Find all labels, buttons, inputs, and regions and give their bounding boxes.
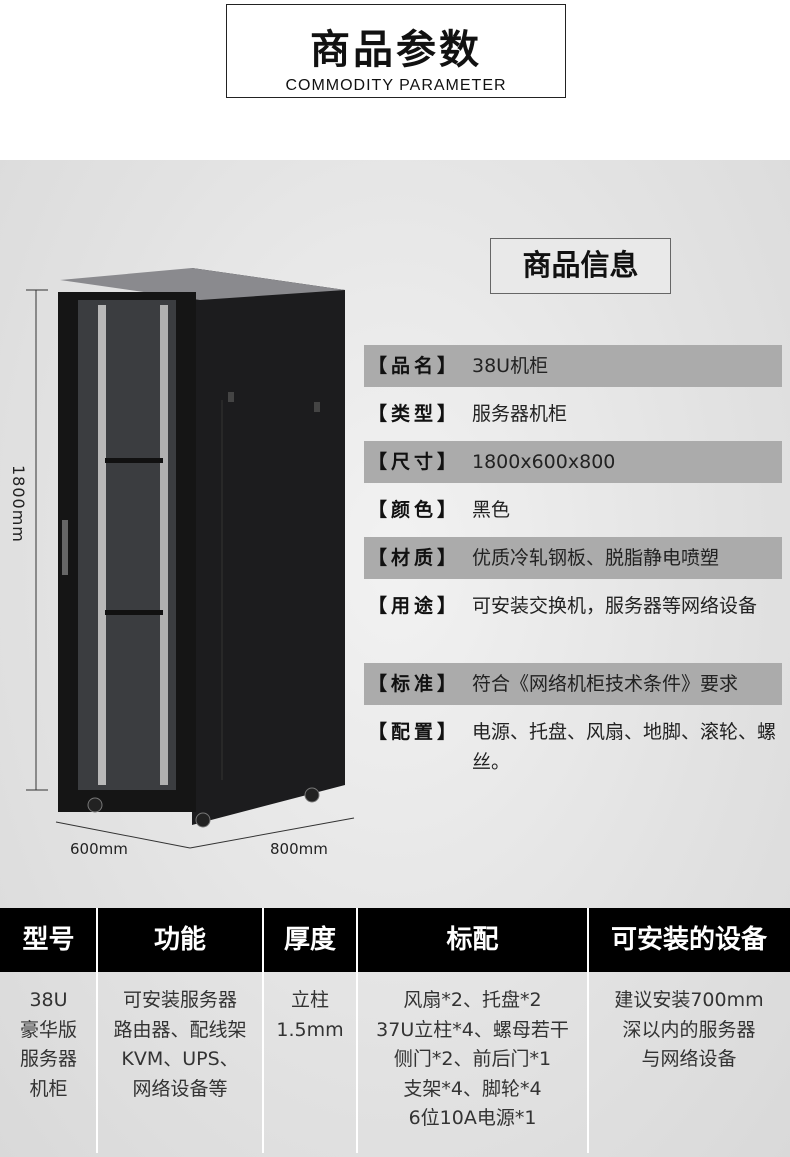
spec-value: 38U机柜 bbox=[472, 355, 549, 377]
spec-label: 【用途】 bbox=[368, 595, 461, 617]
cell-line: 风扇*2、托盘*2 bbox=[403, 989, 542, 1011]
cell-line: KVM、UPS、 bbox=[121, 1048, 239, 1070]
cabinet-image bbox=[26, 268, 355, 849]
header-area: 商品参数 COMMODITY PARAMETER bbox=[0, 0, 790, 160]
width-dimension-line bbox=[55, 821, 191, 849]
section-title: 商品参数 bbox=[310, 27, 482, 73]
cell-line: 建议安装700mm bbox=[614, 989, 764, 1011]
column-divider bbox=[356, 908, 358, 1153]
column-divider bbox=[262, 908, 264, 1153]
spec-label: 【尺寸】 bbox=[368, 451, 461, 473]
cell-line: 立柱 bbox=[290, 989, 329, 1011]
cell-line: 37U立柱*4、螺母若干 bbox=[376, 1018, 569, 1041]
cell-line: 支架*4、脚轮*4 bbox=[403, 1077, 542, 1100]
spec-value: 符合《网络机柜技术条件》要求 bbox=[472, 673, 739, 695]
cell-line: 机柜 bbox=[29, 1077, 68, 1100]
cell-line: 服务器 bbox=[19, 1048, 77, 1070]
header-thickness: 厚度 bbox=[263, 908, 357, 972]
spec-value: 可安装交换机，服务器等网络设备 bbox=[472, 595, 758, 617]
spec-label: 【类型】 bbox=[368, 403, 461, 425]
spec-label: 【品名】 bbox=[368, 355, 461, 377]
spec-value: 优质冷轧钢板、脱脂静电喷塑 bbox=[472, 547, 720, 569]
section-subtitle: COMMODITY PARAMETER bbox=[285, 77, 507, 94]
spec-label: 【配置】 bbox=[368, 721, 461, 743]
cell-line: 38U bbox=[29, 989, 68, 1011]
depth-dimension-line bbox=[189, 817, 355, 849]
header-model: 型号 bbox=[0, 908, 97, 972]
cell-line: 6位10A电源*1 bbox=[408, 1107, 537, 1129]
spec-value: 电源、托盘、风扇、地脚、滚轮、螺丝。 bbox=[472, 721, 777, 773]
cell-line: 深以内的服务器 bbox=[622, 1018, 756, 1041]
section-title-box: 商品参数 COMMODITY PARAMETER bbox=[226, 4, 566, 98]
spec-row-material: 【材质】优质冷轧钢板、脱脂静电喷塑 bbox=[364, 537, 782, 579]
spec-label: 【材质】 bbox=[368, 547, 461, 569]
cell-line: 侧门*2、前后门*1 bbox=[393, 1048, 552, 1070]
column-divider bbox=[587, 908, 589, 1153]
cell-line: 网络设备等 bbox=[132, 1077, 228, 1100]
cell-standard-config: 风扇*2、托盘*2 37U立柱*4、螺母若干侧门*2、前后门*1 支架*4、脚轮*4… bbox=[357, 972, 588, 1152]
spec-value: 1800x600x800 bbox=[472, 451, 616, 473]
height-label: 1800mm bbox=[9, 465, 28, 543]
header-function: 功能 bbox=[97, 908, 263, 972]
width-label: 600mm bbox=[70, 840, 128, 858]
spec-table: 型号 功能 厚度 标配 可安装的设备 38U 豪华版服务器机柜 可安装服务器路由器… bbox=[0, 908, 790, 1157]
cell-model: 38U 豪华版服务器机柜 bbox=[0, 972, 97, 1152]
spec-row-config: 【配置】电源、托盘、风扇、地脚、滚轮、螺丝。 bbox=[364, 711, 782, 783]
spec-row-type: 【类型】服务器机柜 bbox=[364, 393, 782, 435]
header-installable-devices: 可安装的设备 bbox=[588, 908, 790, 972]
cell-thickness: 立柱 1.5mm bbox=[263, 972, 357, 1152]
spec-row-color: 【颜色】黑色 bbox=[364, 489, 782, 531]
spec-row-standard: 【标准】符合《网络机柜技术条件》要求 bbox=[364, 663, 782, 705]
spec-value: 黑色 bbox=[472, 499, 511, 521]
spec-label: 【颜色】 bbox=[368, 499, 461, 521]
cell-line: 与网络设备 bbox=[641, 1048, 737, 1070]
spec-value: 服务器机柜 bbox=[472, 403, 568, 425]
cell-installable-devices: 建议安装700mm 深以内的服务器与网络设备 bbox=[588, 972, 790, 1152]
cell-line: 可安装服务器 bbox=[122, 989, 237, 1011]
spec-row-name: 【品名】 38U机柜 bbox=[364, 345, 782, 387]
spec-label: 【标准】 bbox=[368, 673, 461, 695]
depth-label: 800mm bbox=[270, 840, 328, 858]
cell-function: 可安装服务器路由器、配线架 KVM、UPS、网络设备等 bbox=[97, 972, 263, 1152]
column-divider bbox=[96, 908, 98, 1153]
cell-line: 1.5mm bbox=[276, 1018, 344, 1041]
spec-row-usage: 【用途】可安装交换机，服务器等网络设备 bbox=[364, 585, 782, 657]
header-standard-config: 标配 bbox=[357, 908, 588, 972]
cell-line: 豪华版 bbox=[19, 1018, 77, 1041]
spec-row-size: 【尺寸】 1800x600x800 bbox=[364, 441, 782, 483]
cell-line: 路由器、配线架 bbox=[113, 1018, 247, 1041]
info-title: 商品信息 bbox=[490, 238, 671, 294]
